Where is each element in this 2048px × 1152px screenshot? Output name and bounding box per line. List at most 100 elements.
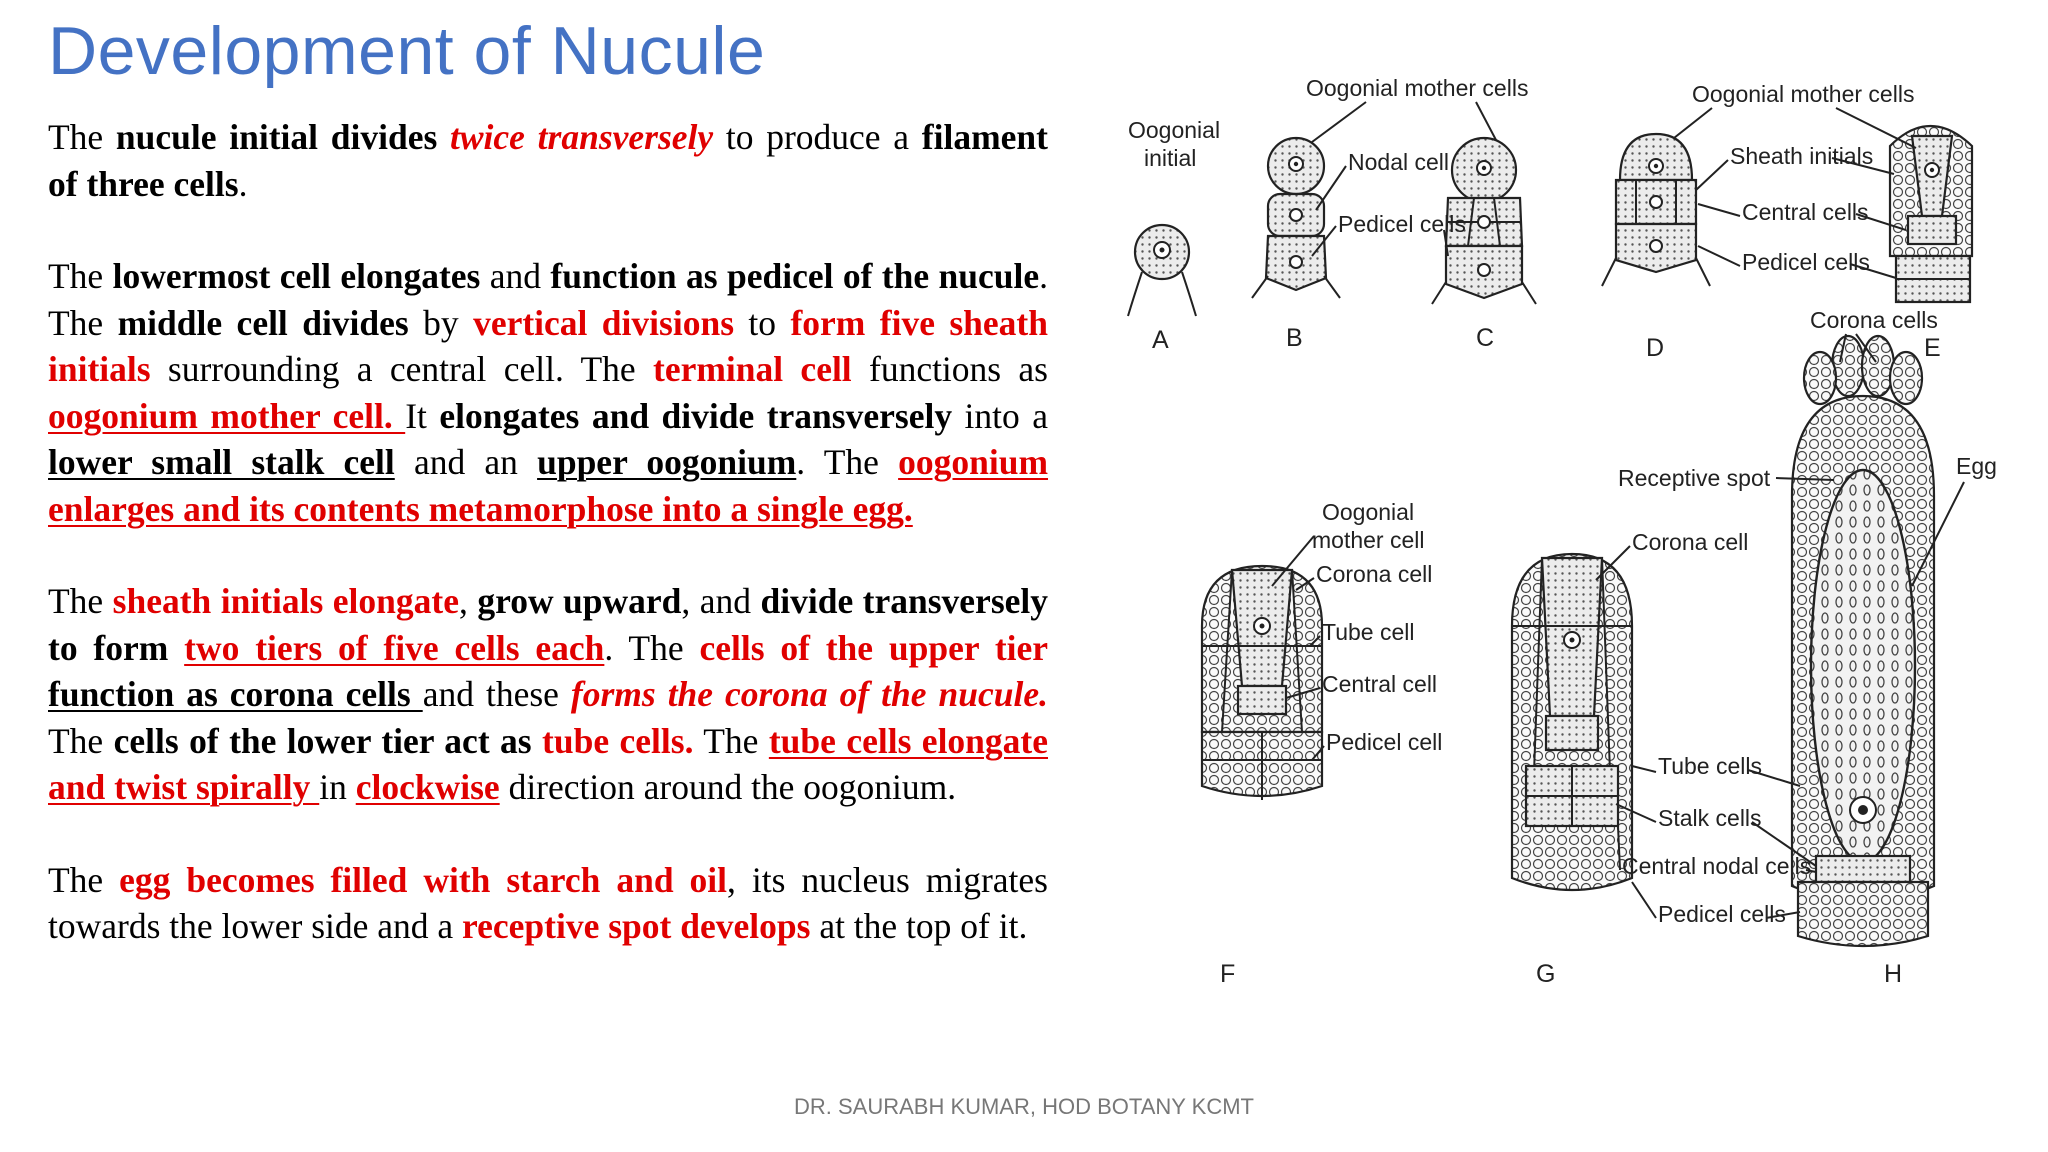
label-nodal-cell: Nodal cell (1348, 149, 1449, 175)
text-run: nucule initial divides (115, 117, 438, 157)
text-run: tube cells elongate and twist spirally (48, 720, 1048, 808)
text-run: at the top of it. (810, 906, 1028, 946)
text-run: receptive spot develops (462, 906, 811, 946)
label-oogonial-mother-cell-f-1: Oogonial (1322, 499, 1414, 525)
paragraph-2: The lowermost cell elongates and functio… (48, 253, 1048, 532)
label-stalk-cells: Stalk cells (1658, 805, 1762, 831)
text-run: in (319, 767, 356, 807)
text-run: forms the corona of the nucule. (570, 674, 1049, 714)
label-egg: Egg (1956, 453, 1997, 479)
label-central-nodal-cells: Central nodal cells (1622, 853, 1811, 879)
text-run: elongates and divide transversely (439, 395, 953, 436)
text-run: oogonium enlarges and its contents metam… (48, 442, 1049, 529)
paragraph-4: The egg becomes filled with starch and o… (48, 857, 1048, 950)
text-run: by (408, 302, 474, 343)
text-run (168, 628, 184, 668)
text-run: middle cell divides (117, 302, 409, 343)
text-run: egg becomes filled with starch and oil (119, 859, 728, 900)
text-run: lowermost cell elongates (112, 256, 481, 296)
text-run: . The (604, 627, 700, 668)
text-run: . (238, 163, 248, 204)
text-run: tube cells. (542, 720, 694, 761)
label-pedicel-cells-h: Pedicel cells (1658, 901, 1786, 927)
text-run: divide transversely to form (48, 581, 1048, 668)
text-run: to (734, 302, 791, 343)
stage-letter-c: C (1476, 324, 1494, 352)
text-run: clockwise (355, 767, 500, 807)
paragraph-3: The sheath initials elongate, grow upwar… (48, 578, 1048, 811)
label-corona-cell-f: Corona cell (1316, 561, 1432, 587)
text-run: form five sheath initials (48, 302, 1048, 390)
label-oogonial-mother-cell-f-2: mother cell (1312, 527, 1424, 553)
label-corona-cell-g: Corona cell (1632, 529, 1748, 555)
text-run: upper oogonium (537, 442, 797, 482)
stage-a: Oogonial initial A (1127, 117, 1220, 354)
stage-e: Oogonial mother cells Sheath initials Ce… (1673, 81, 1974, 362)
stage-c: Oogonial mother cells Nodal cell Pedicel… (1306, 75, 1537, 352)
text-run: It (405, 395, 440, 436)
text-run: function as pedicel of the nucule (550, 256, 1040, 296)
text-run: cells of the upper tier (699, 627, 1049, 668)
text-run: , and (681, 581, 761, 621)
text-run: and (480, 256, 551, 296)
text-run: filament of three cells (48, 117, 1048, 204)
text-run: function as corona cells (48, 674, 423, 714)
stage-d: D (1601, 132, 1711, 362)
stage-letter-b: B (1286, 324, 1303, 352)
stage-letter-d: D (1646, 334, 1664, 362)
text-run: to produce a (713, 117, 922, 157)
text-run: terminal cell (653, 349, 852, 389)
text-run (437, 117, 450, 157)
text-run: The (48, 117, 116, 157)
stage-letter-h: H (1884, 960, 1902, 988)
text-run: The (48, 256, 113, 296)
label-tube-cell: Tube cell (1322, 619, 1414, 645)
slide-title: Development of Nucule (48, 13, 766, 89)
text-run: and these (422, 674, 571, 714)
text-run: lower small stalk cell (48, 442, 395, 482)
stage-h: Corona cells Receptive spot Egg Tube cel… (1615, 307, 1997, 988)
text-run: functions as (851, 349, 1048, 389)
text-run: surrounding a central cell. The (150, 349, 653, 389)
label-pedicel-cells-bc: Pedicel cells (1338, 211, 1466, 237)
stage-letter-g: G (1536, 960, 1555, 988)
text-run: The (48, 581, 113, 621)
text-run: and an (394, 442, 538, 482)
text-run: oogonium mother cell. (48, 395, 406, 436)
text-run: twice transversely (450, 117, 714, 157)
label-oogonial-mother-cells-de: Oogonial mother cells (1692, 81, 1914, 107)
label-pedicel-cells-de: Pedicel cells (1742, 249, 1870, 275)
stage-g: Corona cell G (1510, 529, 1748, 988)
label-tube-cells: Tube cells (1658, 753, 1762, 779)
text-run: vertical divisions (473, 302, 735, 343)
stage-f: Oogonial mother cell Corona cell Tube ce… (1200, 499, 1442, 988)
text-run: grow upward (477, 581, 682, 621)
nucule-development-figure: Oogonial initial A B (1076, 66, 2040, 1016)
label-oogonial-initial-1: Oogonial (1128, 117, 1220, 143)
text-run: sheath initials elongate (112, 581, 459, 621)
label-receptive-spot: Receptive spot (1618, 465, 1771, 491)
label-oogonial-mother-cells-bc: Oogonial mother cells (1306, 75, 1528, 101)
text-run: , its nucleus migrates towards the lower… (48, 859, 1048, 947)
text-run: . The (48, 256, 1049, 343)
nucule-diagram: Oogonial initial A B (1127, 75, 1997, 988)
text-run: into a (952, 395, 1048, 436)
text-run: The (48, 720, 114, 761)
label-pedicel-cell: Pedicel cell (1326, 729, 1442, 755)
text-run: The (48, 859, 120, 900)
label-central-cells: Central cells (1742, 199, 1869, 225)
text-run: The (693, 720, 769, 761)
stage-letter-f: F (1220, 960, 1235, 988)
label-sheath-initials: Sheath initials (1730, 143, 1873, 169)
text-run: two tiers of five cells each (184, 627, 605, 668)
paragraph-1: The nucule initial divides twice transve… (48, 114, 1048, 207)
text-run (532, 721, 542, 761)
text-run: . The (796, 442, 899, 482)
text-run: cells of the lower tier act as (113, 720, 532, 761)
text-run: , (458, 581, 478, 621)
stage-letter-e: E (1924, 334, 1941, 362)
label-central-cell: Central cell (1322, 671, 1437, 697)
label-corona-cells: Corona cells (1810, 307, 1938, 333)
stage-b: B (1251, 136, 1341, 352)
text-run: direction around the oogonium. (499, 767, 957, 807)
